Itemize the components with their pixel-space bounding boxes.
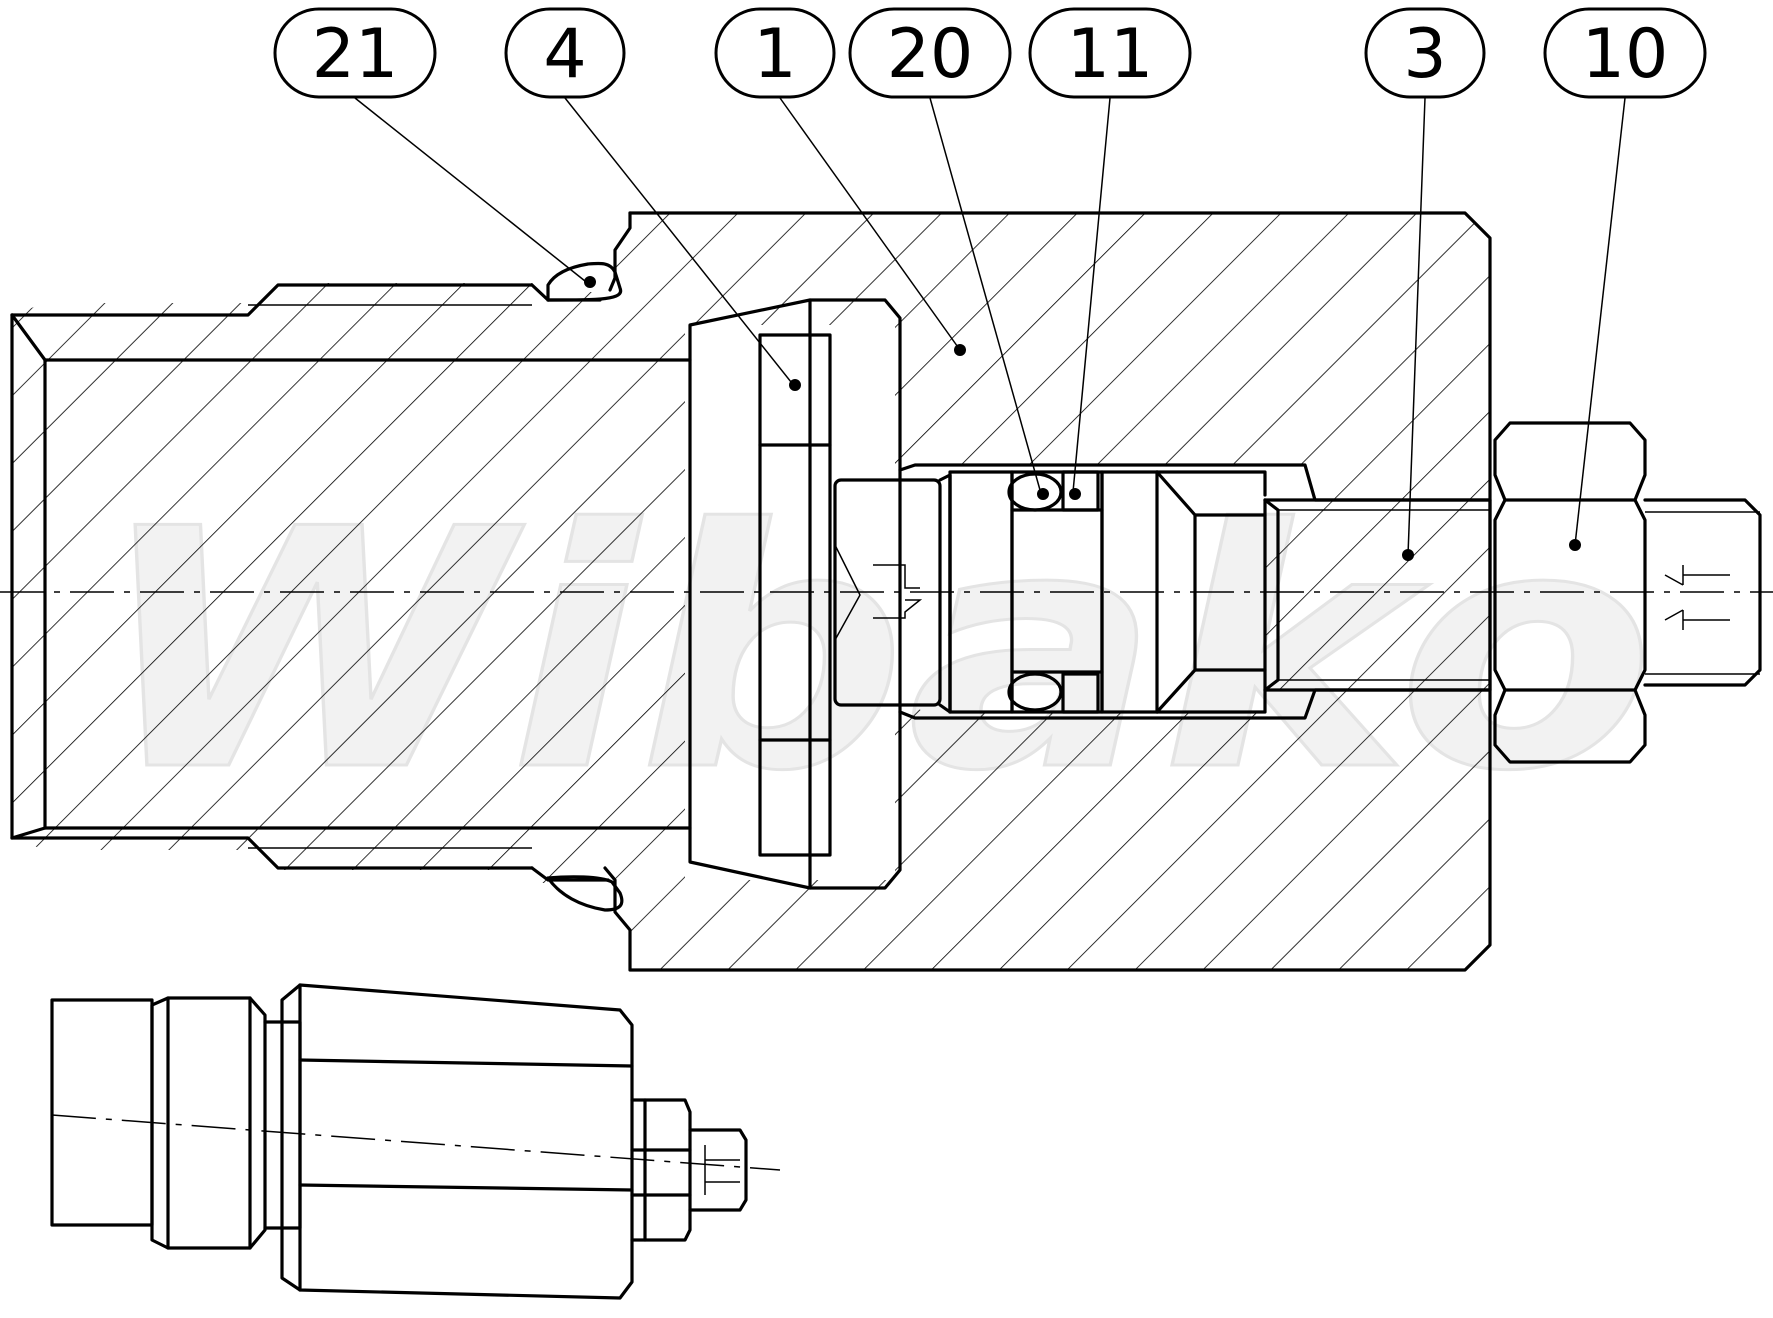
- callout-bubble: [504, 7, 626, 99]
- callout-bubble: [848, 7, 1012, 99]
- callout-bubble: [1543, 7, 1707, 99]
- callout-bubble: [1364, 7, 1486, 99]
- callout-21: 21: [273, 7, 437, 99]
- leader-lines: [354, 97, 1626, 561]
- callout-group: 21 4 1 20 11 3 10: [273, 7, 1707, 99]
- callout-number: 1: [753, 15, 796, 94]
- callout-number: 21: [312, 15, 399, 94]
- callout-number: 20: [887, 15, 974, 94]
- callout-11: 11: [1028, 7, 1192, 99]
- external-view: [50, 983, 781, 1300]
- callout-number: 10: [1582, 15, 1669, 94]
- callout-1: 1: [714, 7, 836, 99]
- callout-4: 4: [504, 7, 626, 99]
- callout-number: 4: [543, 15, 586, 94]
- callout-number: 3: [1403, 15, 1446, 94]
- callout-bubble: [273, 7, 437, 99]
- callout-3: 3: [1364, 7, 1486, 99]
- callout-20: 20: [848, 7, 1012, 99]
- callout-number: 11: [1067, 15, 1154, 94]
- body-part-1: [10, 211, 1492, 972]
- callout-10: 10: [1543, 7, 1707, 99]
- insert-part-4: [688, 298, 902, 890]
- callout-bubble: [714, 7, 836, 99]
- callout-bubble: [1028, 7, 1192, 99]
- oring-21: [546, 261, 624, 912]
- stem-part-3: [1263, 498, 1492, 692]
